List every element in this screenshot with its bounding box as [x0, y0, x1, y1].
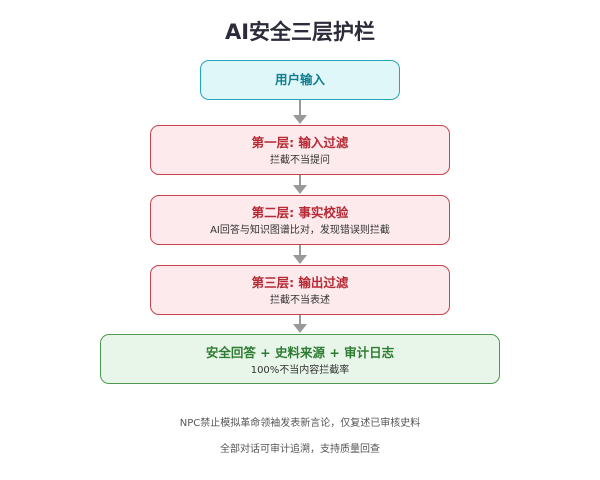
layer-3-node: 第三层: 输出过滤 拦截不当表述 — [150, 265, 450, 315]
diagram-title: AI安全三层护栏 — [224, 20, 376, 44]
layer-2-desc: AI回答与知识图谱比对，发现错误则拦截 — [210, 225, 390, 236]
footnote-audit: 全部对话可审计追溯，支持质量回查 — [220, 444, 380, 455]
user-input-label: 用户输入 — [274, 72, 325, 87]
layer-3-title: 第三层: 输出过滤 — [251, 275, 349, 290]
flow-arrow-3 — [293, 245, 307, 265]
user-input-node: 用户输入 — [200, 60, 400, 100]
footnote-npc-rule: NPC禁止模拟革命领袖发表新言论，仅复述已审核史料 — [179, 418, 421, 429]
layer-1-node: 第一层: 输入过滤 拦截不当提问 — [150, 125, 450, 175]
flow-arrow-4 — [293, 315, 307, 334]
flow-arrow-2 — [293, 175, 307, 195]
flow-arrow-1 — [293, 100, 307, 125]
layer-3-desc: 拦截不当表述 — [270, 295, 330, 306]
layer-2-node: 第二层: 事实校验 AI回答与知识图谱比对，发现错误则拦截 — [150, 195, 450, 245]
safe-output-title: 安全回答 + 史料来源 + 审计日志 — [205, 345, 395, 360]
layer-2-title: 第二层: 事实校验 — [251, 205, 349, 220]
safe-output-node: 安全回答 + 史料来源 + 审计日志 100%不当内容拦截率 — [100, 334, 500, 384]
safe-output-desc: 100%不当内容拦截率 — [250, 365, 350, 376]
layer-1-title: 第一层: 输入过滤 — [251, 135, 349, 150]
layer-1-desc: 拦截不当提问 — [270, 155, 330, 166]
